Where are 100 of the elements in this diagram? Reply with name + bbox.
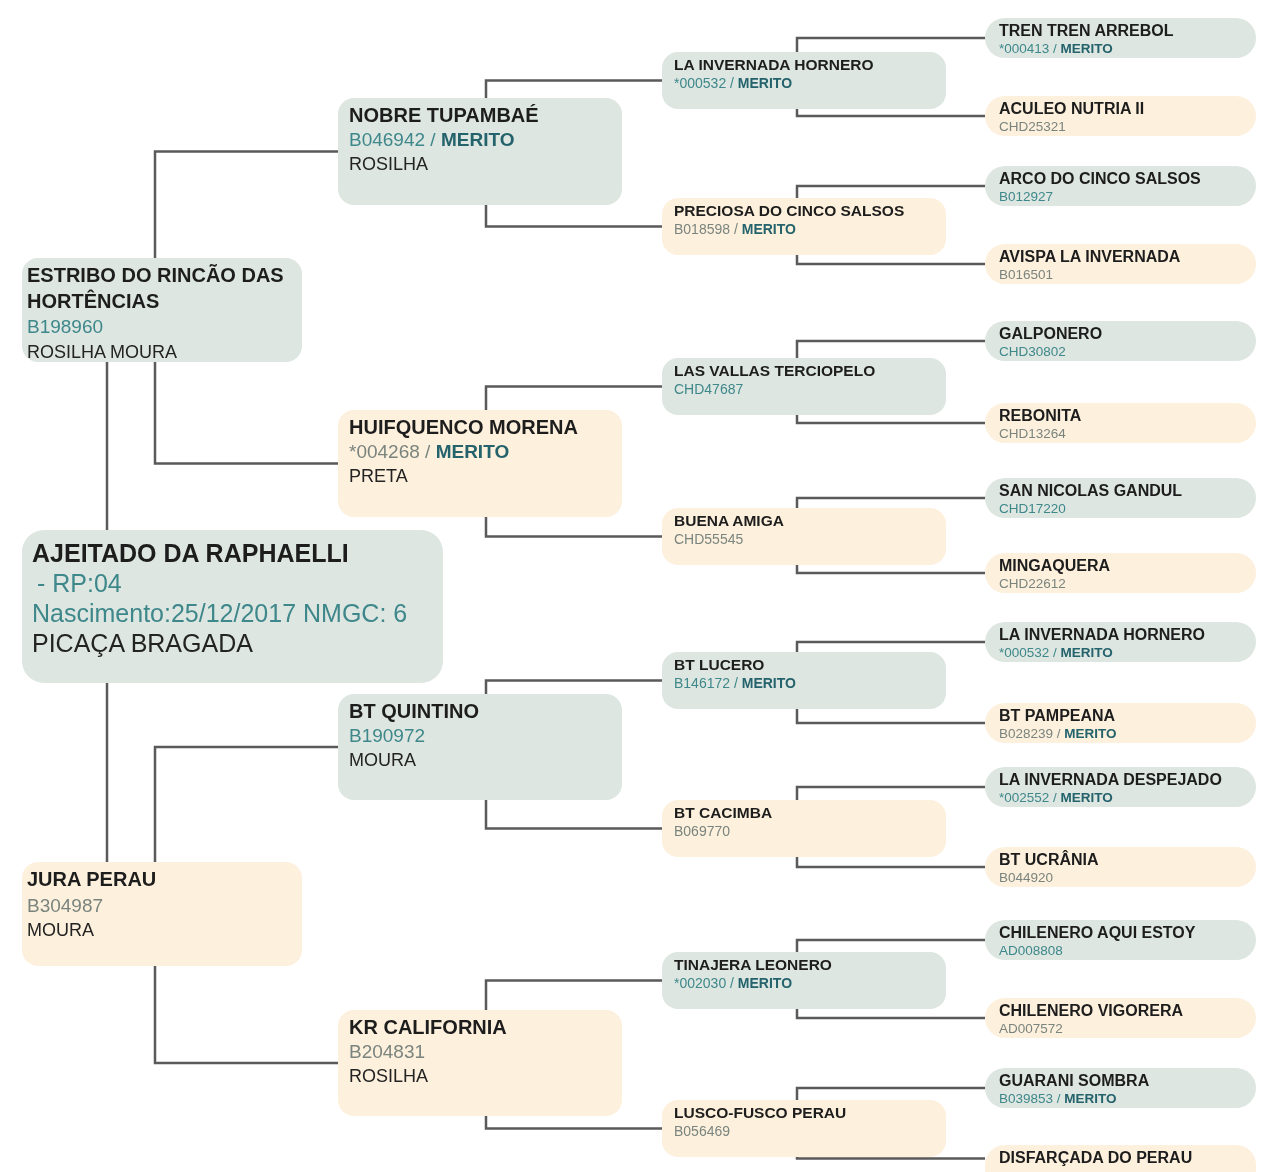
horse-name: CHILENERO AQUI ESTOY [999,924,1196,942]
connector-line [795,415,985,425]
registration-number: B198960 [27,315,104,339]
registration-number: *002552 / MERITO [999,789,1113,807]
connector-line [795,785,985,800]
horse-name: TINAJERA LEONERO [674,955,832,974]
connector-line [795,565,985,575]
connector-line [795,1156,985,1160]
horse-name: AVISPA LA INVERNADA [999,248,1181,266]
registration-number: *000413 / MERITO [999,40,1113,58]
horse-name: KR CALIFORNIA [349,1015,507,1040]
registration-number: B044920 [999,869,1054,887]
pedigree-card [662,198,946,255]
registration-number: B069770 [674,822,731,841]
connector-line [153,966,338,1065]
pedigree-card [985,622,1256,662]
horse-name: DISFARÇADA DO PERAU [999,1149,1193,1167]
connector-line [795,109,985,118]
pedigree-card [22,530,443,683]
horse-name: TREN TREN ARREBOL [999,22,1174,40]
registration-number: B039853 / MERITO [999,1090,1117,1108]
connector-line [105,362,109,530]
connector-line [153,150,338,258]
connector-line [484,679,662,694]
horse-name: JURA PERAU [27,867,157,892]
registration-number: B016501 [999,266,1054,284]
pedigree-card [985,920,1256,960]
pedigree-card [338,98,622,205]
rp-number: - RP:04 [36,568,122,598]
horse-name: GUARANI SOMBRA [999,1072,1150,1090]
registration-number: CHD25321 [999,118,1066,136]
pedigree-card [662,952,946,1009]
registration-number: B204831 [349,1039,426,1064]
pedigree-card [662,652,946,709]
coat-color: PICAÇA BRAGADA [32,628,253,658]
connector-line [795,938,985,952]
coat-color: MOURA [27,919,94,942]
registration-number: CHD13264 [999,425,1066,443]
registration-number: B012927 [999,188,1054,206]
pedigree-card [985,403,1256,443]
horse-name: CHILENERO VIGORERA [999,1002,1183,1020]
pedigree-card [662,1100,946,1157]
connector-line [795,1086,985,1100]
connector-line [484,979,662,1010]
pedigree-card [22,258,302,362]
connector-line [484,385,662,410]
pedigree-card [662,508,946,565]
pedigree-card [985,1068,1256,1108]
connector-line [795,709,985,725]
pedigree-card [985,553,1256,593]
pedigree-card [985,703,1256,743]
horse-name: LA INVERNADA HORNERO [674,55,874,74]
horse-name: BUENA AMIGA [674,511,784,530]
horse-name: HUIFQUENCO MORENA [349,415,578,440]
connector-line [795,857,985,869]
registration-number: B018598 / MERITO [674,220,796,239]
registration-number: B304987 [27,893,104,918]
connector-line [484,205,662,228]
horse-name: NOBRE TUPAMBAÉ [349,103,539,128]
registration-number: CHD55545 [674,530,744,549]
horse-name: ACULEO NUTRIA II [999,100,1145,118]
connector-line [795,36,985,52]
birth-info: Nascimento:25/12/2017 NMGC: 6 [32,598,408,628]
pedigree-card [338,410,622,517]
horse-name: BT QUINTINO [349,699,479,724]
connector-line [484,1116,662,1130]
pedigree-card [985,244,1256,284]
registration-number: AD008808 [999,942,1063,960]
pedigree-card [662,800,946,857]
horse-name: PRECIOSA DO CINCO SALSOS [674,201,905,220]
registration-number: CHD47687 [674,380,744,399]
coat-color: ROSILHA MOURA [27,340,178,364]
connector-line [795,496,985,508]
pedigree-card [338,694,622,800]
pedigree-card [985,478,1256,518]
connector-line [153,745,338,862]
pedigree-card [985,847,1256,887]
registration-number: B190972 [349,723,426,748]
connector-line [795,640,985,652]
coat-color: ROSILHA [349,153,429,176]
pedigree-card [985,96,1256,136]
pedigree-card [985,1145,1256,1172]
horse-name: LA INVERNADA HORNERO [999,626,1205,644]
horse-name: ESTRIBO DO RINCÃO DAS HORTÊNCIAS [27,263,285,314]
connector-line [795,1009,985,1020]
connector-line [795,184,985,198]
pedigree-card [22,862,302,966]
horse-name: GALPONERO [999,325,1103,343]
horse-name: ARCO DO CINCO SALSOS [999,170,1201,188]
pedigree-card [985,166,1256,206]
coat-color: PRETA [349,465,408,488]
coat-color: ROSILHA [349,1065,429,1088]
horse-name: BT PAMPEANA [999,707,1116,725]
connector-line [795,255,985,266]
connector-line [795,339,985,358]
pedigree-card [985,321,1256,361]
horse-name: BT CACIMBA [674,803,773,822]
pedigree-card [338,1010,622,1116]
registration-number: CHD30802 [999,343,1066,361]
pedigree-card [662,52,946,109]
